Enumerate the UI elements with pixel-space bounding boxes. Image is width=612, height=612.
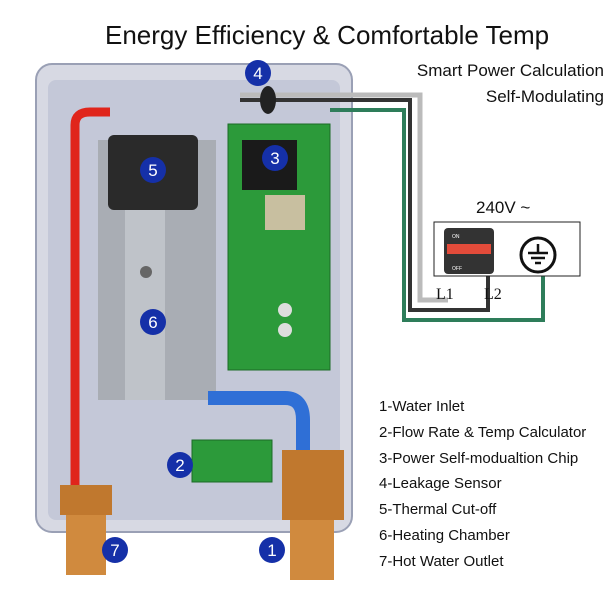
marker-7-label: 7: [110, 541, 119, 560]
l2-label: L2: [484, 286, 502, 303]
flow-sensor-pcb: [191, 439, 273, 483]
inlet-fitting: [282, 450, 344, 520]
marker-5-label: 5: [148, 161, 157, 180]
marker-7: [102, 537, 128, 563]
breaker-on-label: ON: [452, 234, 460, 240]
l1-label: L1: [436, 286, 454, 303]
marker-4: [245, 60, 271, 86]
marker-3-label: 3: [270, 149, 279, 168]
page-title: Energy Efficiency & Comfortable Temp: [105, 20, 550, 50]
voltage-label: 240V ~: [476, 198, 531, 217]
ground-icon: [519, 236, 557, 274]
legend-item: 5-Thermal Cut-off: [379, 501, 497, 519]
legend: 1-Water Inlet 2-Flow Rate & Temp Calcula…: [379, 394, 586, 575]
markers: [102, 60, 288, 563]
marker-2-label: 2: [175, 456, 184, 475]
legend-item: 1-Water Inlet: [379, 398, 465, 415]
subtitle-self-modulating: Self-Modulating: [485, 87, 604, 106]
leakage-sensor: [260, 86, 276, 114]
wire-l1: [240, 92, 448, 303]
subtitle-smart-power: Smart Power Calculation: [416, 61, 604, 80]
marker-4-label: 4: [253, 64, 262, 83]
marker-5: [140, 157, 166, 183]
ground-wire: [330, 108, 545, 322]
outlet-thread: [66, 515, 106, 575]
cold-water-pipe: [208, 391, 310, 460]
marker-6: [140, 309, 166, 335]
marker-3: [262, 145, 288, 171]
marker-6-label: 6: [148, 313, 157, 332]
marker-1-label: 1: [267, 541, 276, 560]
wire-l2: [240, 98, 490, 312]
legend-item: 6-Heating Chamber: [379, 526, 510, 544]
legend-item: 7-Hot Water Outlet: [379, 552, 504, 570]
legend-item: 4-Leakage Sensor: [379, 475, 502, 493]
hot-water-pipe: [70, 107, 110, 488]
breaker-off-label: OFF: [452, 266, 462, 272]
outlet-fitting: [60, 485, 112, 515]
legend-item: 2-Flow Rate & Temp Calculator: [379, 423, 587, 441]
marker-2: [167, 452, 193, 478]
legend-item: 3-Power Self-modualtion Chip: [379, 449, 579, 467]
inlet-thread: [290, 520, 334, 580]
marker-1: [259, 537, 285, 563]
